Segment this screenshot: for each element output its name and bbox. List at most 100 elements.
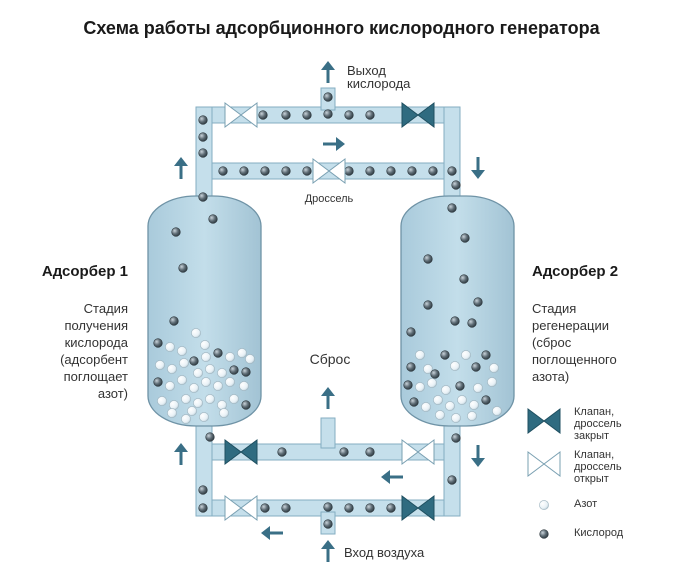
- arrow-right-lower-down: [471, 445, 485, 467]
- oxygen-molecule: [302, 110, 312, 120]
- legend-nitrogen-icon: [539, 500, 549, 510]
- nitrogen-molecule: [217, 368, 227, 378]
- oxygen-molecule: [473, 297, 483, 307]
- nitrogen-molecule: [193, 368, 203, 378]
- oxygen-molecule: [451, 180, 461, 190]
- legend-closed-line-2: дроссель: [574, 418, 622, 430]
- nitrogen-molecule: [157, 396, 167, 406]
- arrow-throttle-right: [323, 137, 345, 151]
- legend-open-line-2: дроссель: [574, 461, 622, 473]
- oxygen-molecule: [208, 214, 218, 224]
- adsorber-1-stage-line-1: Стадия: [83, 301, 128, 316]
- nitrogen-molecule: [492, 406, 502, 416]
- nitrogen-molecule: [165, 381, 175, 391]
- oxygen-molecule: [467, 318, 477, 328]
- valve-inlet-right-closed: [401, 495, 435, 521]
- oxygen-molecule: [365, 166, 375, 176]
- nitrogen-molecule: [213, 381, 223, 391]
- oxygen-molecule: [178, 263, 188, 273]
- legend-open-line-1: Клапан,: [574, 449, 615, 461]
- arrow-inlet-up: [321, 540, 335, 562]
- oxygen-molecule: [423, 300, 433, 310]
- oxygen-molecule: [430, 369, 440, 379]
- legend-valve-closed-icon: [527, 408, 561, 434]
- nitrogen-molecule: [169, 400, 179, 410]
- oxygen-molecule: [344, 166, 354, 176]
- adsorber-2-name: Адсорбер 2: [532, 263, 619, 280]
- valve-inlet-left-open: [224, 495, 258, 521]
- oxygen-molecule: [481, 395, 491, 405]
- nitrogen-molecule: [487, 377, 497, 387]
- nitrogen-molecule: [155, 360, 165, 370]
- adsorber-1-stage-line-6: азот): [97, 386, 128, 401]
- nitrogen-molecule: [415, 382, 425, 392]
- nitrogen-molecule: [177, 346, 187, 356]
- arrow-inlet-pipe-left: [261, 526, 283, 540]
- outlet-label-line-1: Выход: [347, 63, 386, 78]
- oxygen-molecule: [241, 367, 251, 377]
- adsorber-2-vessel: [400, 195, 515, 427]
- valve-top-right-closed: [401, 102, 435, 128]
- oxygen-molecule: [447, 475, 457, 485]
- oxygen-molecule: [386, 503, 396, 513]
- arrow-left-lower-up: [174, 443, 188, 465]
- adsorber-1-stage-line-3: кислорода: [64, 335, 128, 350]
- legend-valve-open-icon: [527, 451, 561, 477]
- adsorber-1-vessel: [147, 195, 262, 427]
- oxygen-molecule: [344, 503, 354, 513]
- oxygen-molecule: [213, 348, 223, 358]
- adsorber-2-stage-line-1: Стадия: [532, 301, 577, 316]
- oxygen-molecule: [447, 166, 457, 176]
- legend-nitrogen-label: Азот: [574, 498, 598, 510]
- nitrogen-molecule: [245, 354, 255, 364]
- legend-oxygen-label: Кислород: [574, 527, 624, 539]
- nitrogen-molecule: [451, 413, 461, 423]
- nitrogen-molecule: [205, 394, 215, 404]
- oxygen-molecule: [365, 503, 375, 513]
- valve-vent-right-open: [401, 439, 435, 465]
- nitrogen-molecule: [473, 383, 483, 393]
- pipe-vent-stub: [320, 417, 336, 449]
- oxygen-molecule: [189, 356, 199, 366]
- nitrogen-molecule: [467, 411, 477, 421]
- nitrogen-molecule: [181, 394, 191, 404]
- oxygen-molecule: [198, 485, 208, 495]
- oxygen-molecule: [229, 365, 239, 375]
- nitrogen-molecule: [217, 400, 227, 410]
- nitrogen-molecule: [167, 364, 177, 374]
- nitrogen-molecule: [189, 383, 199, 393]
- adsorber-1-stage-line-4: (адсорбент: [60, 352, 128, 367]
- oxygen-molecule: [260, 166, 270, 176]
- legend-closed-line-1: Клапан,: [574, 406, 615, 418]
- oxygen-molecule: [344, 110, 354, 120]
- nitrogen-molecule: [181, 414, 191, 424]
- diagram-title: Схема работы адсорбционного кислородного…: [83, 18, 600, 38]
- oxygen-molecule: [423, 254, 433, 264]
- vent-label: Сброс: [309, 351, 351, 367]
- nitrogen-molecule: [165, 342, 175, 352]
- oxygen-molecule: [281, 110, 291, 120]
- nitrogen-molecule: [225, 377, 235, 387]
- nitrogen-molecule: [469, 400, 479, 410]
- oxygen-molecule: [481, 350, 491, 360]
- adsorber-2-stage-line-2: регенерации: [532, 318, 609, 333]
- throttle-label: Дроссель: [304, 193, 354, 205]
- oxygen-molecule: [459, 274, 469, 284]
- nitrogen-molecule: [191, 328, 201, 338]
- nitrogen-molecule: [457, 395, 467, 405]
- oxygen-molecule: [460, 233, 470, 243]
- oxygen-molecule: [386, 166, 396, 176]
- valve-vent-left-closed: [224, 439, 258, 465]
- oxygen-molecule: [323, 502, 333, 512]
- oxygen-molecule: [409, 397, 419, 407]
- nitrogen-molecule: [177, 375, 187, 385]
- oxygen-molecule: [339, 447, 349, 457]
- adsorber-2-stage-line-5: азота): [532, 369, 570, 384]
- oxygen-molecule: [365, 110, 375, 120]
- oxygen-molecule: [281, 166, 291, 176]
- nitrogen-molecule: [427, 378, 437, 388]
- oxygen-molecule: [205, 432, 215, 442]
- oxygen-molecule: [406, 327, 416, 337]
